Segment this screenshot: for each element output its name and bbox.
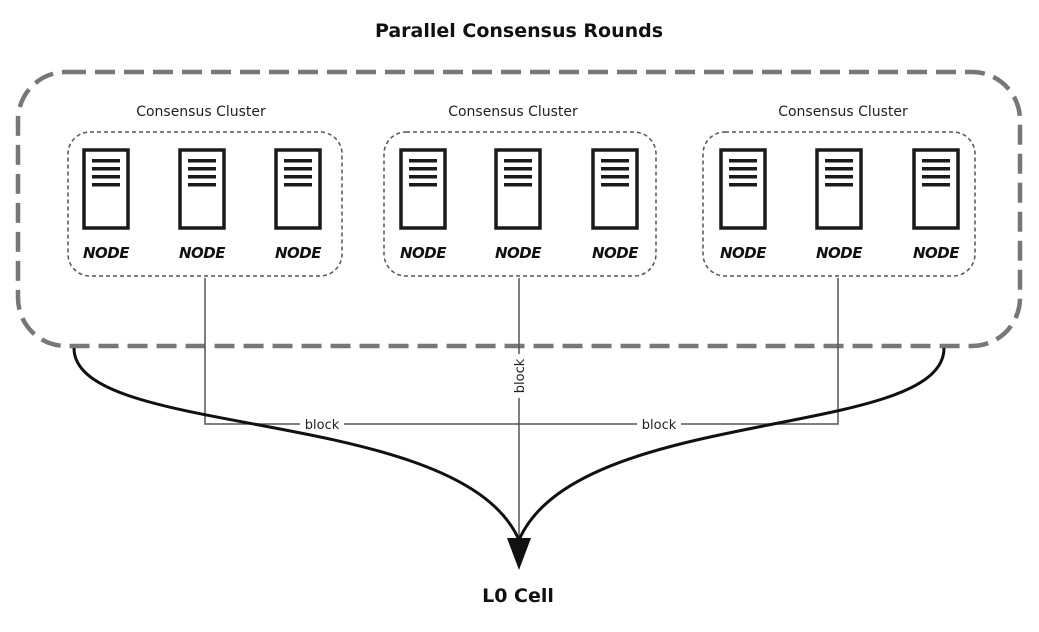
block-label: block — [513, 358, 528, 393]
consensus-cluster-2: Consensus Cluster — [383, 104, 657, 277]
node-label: NODE — [83, 244, 130, 262]
diagram-title: Parallel Consensus Rounds — [375, 20, 663, 42]
cluster-label: Consensus Cluster — [778, 104, 908, 120]
block-label-right-group: block — [637, 415, 681, 433]
node-label: NODE — [179, 244, 226, 262]
consensus-cluster-3: Consensus Cluster — [702, 104, 976, 277]
node-label: NODE — [720, 244, 767, 262]
cluster-boundary — [67, 131, 343, 277]
server-icon — [399, 148, 447, 230]
node-label: NODE — [913, 244, 960, 262]
arrow-down-icon — [507, 538, 531, 570]
cluster-label: Consensus Cluster — [448, 104, 578, 120]
cluster-boundary — [702, 131, 976, 277]
server-icon — [82, 148, 130, 230]
node-label: NODE — [495, 244, 542, 262]
server-icon — [719, 148, 767, 230]
block-line-right — [519, 278, 839, 425]
block-label-left-group: block — [300, 415, 344, 433]
server-icon — [178, 148, 226, 230]
node-servers — [82, 148, 960, 230]
block-label: block — [305, 418, 340, 433]
cluster-label: Consensus Cluster — [136, 104, 266, 120]
node-label: NODE — [275, 244, 322, 262]
block-connectors — [204, 278, 839, 540]
consensus-cluster-1: Consensus Cluster — [67, 104, 343, 277]
block-label-center-group: block — [510, 354, 528, 398]
block-line-left — [204, 278, 519, 425]
node-label: NODE — [816, 244, 863, 262]
server-icon — [912, 148, 960, 230]
right-curve — [517, 347, 946, 541]
left-curve — [72, 347, 521, 541]
node-label: NODE — [400, 244, 447, 262]
node-labels: NODE NODE NODE NODE NODE NODE NODE NODE … — [83, 244, 961, 262]
node-label: NODE — [592, 244, 639, 262]
server-icon — [494, 148, 542, 230]
cluster-boundary — [383, 131, 657, 277]
target-label: L0 Cell — [482, 585, 554, 607]
block-label: block — [642, 418, 677, 433]
server-icon — [815, 148, 863, 230]
server-icon — [591, 148, 639, 230]
server-icon — [274, 148, 322, 230]
converging-curves — [72, 347, 946, 541]
